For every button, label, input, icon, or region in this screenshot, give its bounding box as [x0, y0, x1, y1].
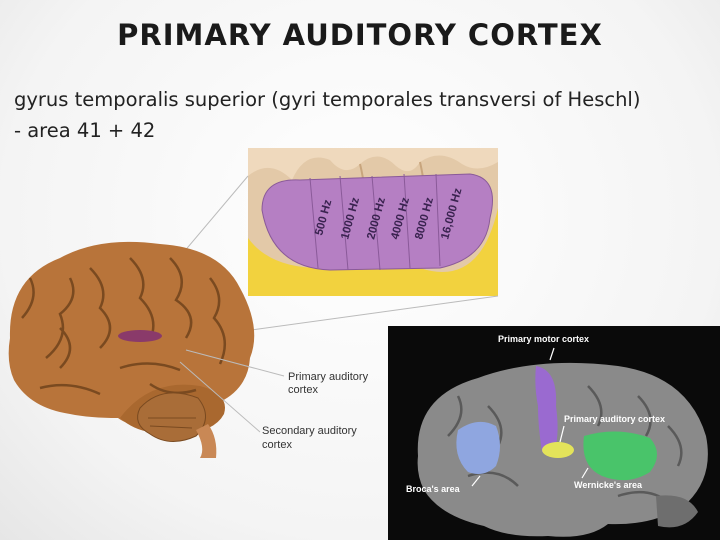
subtitle-line-1: gyrus temporalis superior (gyri temporal…: [14, 88, 641, 111]
secondary-auditory-callout: Secondary auditory cortex: [262, 425, 357, 451]
primary-auditory-callout: Primary auditory cortex: [288, 371, 369, 396]
wernicke-area-region: [583, 431, 657, 481]
primary-auditory-label-line2: cortex: [288, 384, 318, 396]
secondary-auditory-label-line2: cortex: [262, 439, 292, 451]
auditory-area-highlight: [118, 330, 162, 342]
secondary-auditory-label-line1: Secondary auditory: [262, 425, 357, 437]
tonotopic-inset: 500 Hz 1000 Hz 2000 Hz 4000 Hz 8000 Hz 1…: [248, 148, 498, 296]
brain-photo: [417, 362, 708, 537]
functional-areas-figure: Primary motor cortex Primary auditory co…: [388, 326, 720, 540]
broca-label: Broca's area: [406, 484, 461, 494]
brain-lateral-view: [8, 241, 255, 458]
wernicke-label: Wernicke's area: [574, 480, 643, 490]
primary-auditory-area: [542, 442, 574, 458]
primary-auditory-label-line1: Primary auditory: [288, 371, 369, 383]
broca-area-region: [456, 421, 500, 474]
auditory-cortex-illustration: 500 Hz 1000 Hz 2000 Hz 4000 Hz 8000 Hz 1…: [8, 148, 499, 458]
pointer-arrows: [471, 347, 589, 487]
primary-motor-label: Primary motor cortex: [498, 334, 589, 344]
slide-title: PRIMARY AUDITORY CORTEX: [117, 18, 603, 52]
subtitle-line-2: - area 41 + 42: [14, 119, 156, 142]
primary-motor-area: [535, 366, 558, 452]
primary-auditory-label: Primary auditory cortex: [564, 414, 665, 424]
slide-subtitle: gyrus temporalis superior (gyri temporal…: [14, 84, 714, 146]
